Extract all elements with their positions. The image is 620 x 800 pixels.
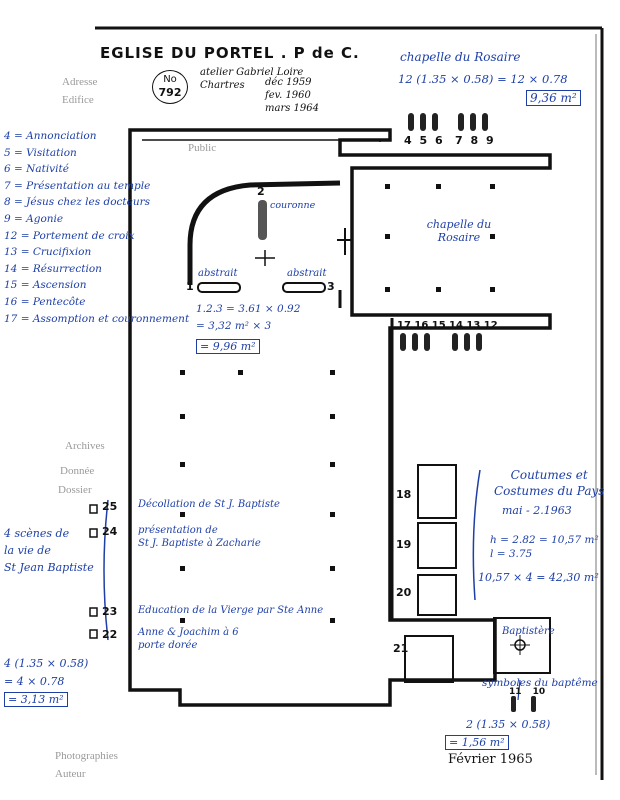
costumes-total: 10,57 × 4 = 42,30 m² xyxy=(478,571,599,584)
costumes-date: mai - 2.1963 xyxy=(502,504,572,517)
bg-text: Dossier xyxy=(58,484,92,496)
heading-line: 4 scènes de xyxy=(4,527,70,540)
calc-line: = 4 × 0.78 xyxy=(4,675,65,688)
jean-baptiste-heading: 4 scènes de la vie de St Jean Baptiste xyxy=(4,525,94,576)
costumes-length: l = 3.75 xyxy=(490,548,533,560)
window-24-label: 24 xyxy=(102,525,118,538)
legend-item: 16 = Pentecôte xyxy=(4,295,86,308)
window-19 xyxy=(417,522,457,569)
reference-stamp: No 792 xyxy=(152,70,188,104)
heading-line: Coutumes et xyxy=(510,468,588,482)
legend-item: 17 = Assomption et couronnement xyxy=(4,312,190,325)
rosaire-heading: chapelle du Rosaire xyxy=(400,50,521,64)
window-21 xyxy=(404,635,454,683)
bg-text: Donnée xyxy=(60,465,95,477)
window-18 xyxy=(417,464,457,519)
bg-text: Adresse xyxy=(62,76,98,88)
abstrait-left-label: abstrait xyxy=(198,268,238,279)
abstrait-total-value: = 9,96 m² xyxy=(196,339,260,354)
calc-line: 4 (1.35 × 0.58) xyxy=(4,657,89,670)
windows-14-12-label: 14 13 12 xyxy=(449,320,498,331)
window-25-label: 25 xyxy=(102,500,118,513)
window-legend: 4 = Annonciation 5 = Visitation 6 = Nati… xyxy=(4,128,189,327)
window-18-label: 18 xyxy=(396,488,412,501)
bg-text: Archives xyxy=(65,440,105,452)
costumes-heading: Coutumes et Costumes du Pays xyxy=(494,467,604,499)
legend-item: 9 = Agonie xyxy=(4,212,64,225)
heading-line: la vie de xyxy=(4,544,51,557)
window-19-label: 19 xyxy=(396,538,412,551)
scene-line: présentation de xyxy=(138,525,218,536)
window-1 xyxy=(197,282,241,293)
footer-date: Février 1965 xyxy=(448,752,533,767)
legend-item: 4 = Annonciation xyxy=(4,130,97,142)
abstrait-calc-total: = 9,96 m² xyxy=(196,339,260,354)
scene-line: porte dorée xyxy=(138,640,198,651)
window-20-label: 20 xyxy=(396,586,412,599)
legend-item: 15 = Ascension xyxy=(4,279,87,292)
costumes-height: h = 2.82 = 10,57 m² xyxy=(490,534,599,546)
scene-23-text: Education de la Vierge par Ste Anne xyxy=(138,605,324,616)
baptistere-caption: symboles du baptême xyxy=(482,677,598,689)
scene-line: Anne & Joachim à 6 xyxy=(138,627,239,638)
baptistery-room xyxy=(493,617,551,674)
legend-item: 14 = Résurrection xyxy=(4,262,102,275)
windows-11-10-label: 11 10 xyxy=(509,687,546,697)
apse-arc xyxy=(187,180,341,285)
bg-text: Photographies xyxy=(55,750,118,762)
rosaire-total: 9,36 m² xyxy=(526,90,581,106)
legend-item: 12 = Portement de croix xyxy=(4,229,135,242)
legend-item: 7 = Présentation au temple xyxy=(4,179,151,192)
heading-line: Costumes du Pays xyxy=(494,484,605,498)
windows-4-6-label: 4 5 6 xyxy=(404,134,445,147)
window-20 xyxy=(417,574,457,616)
windows-17-15-label: 17 16 15 xyxy=(397,320,446,331)
baptistere-label: Baptistère xyxy=(502,626,555,637)
baptistere-total: = 1,56 m² xyxy=(445,735,509,750)
legend-item: 13 = Crucifixion xyxy=(4,246,92,259)
scene-22-text: Anne & Joachim à 6 porte dorée xyxy=(138,626,239,652)
window-21-label: 21 xyxy=(393,642,409,655)
window-3 xyxy=(282,282,326,293)
date-line: mars 1964 xyxy=(265,103,319,114)
heading-line: St Jean Baptiste xyxy=(4,561,94,574)
atelier-city: Chartres xyxy=(200,80,245,91)
baptistere-total-wrap: = 1,56 m² xyxy=(445,735,509,750)
window-2-label: 2 xyxy=(257,185,265,198)
window-2 xyxy=(258,200,267,240)
scene-line: St J. Baptiste à Zacharie xyxy=(138,538,261,549)
window-3-label: 3 xyxy=(327,280,335,293)
baptistere-calc: 2 (1.35 × 0.58) xyxy=(466,718,551,731)
window-23-label: 23 xyxy=(102,605,118,618)
bg-text: Auteur xyxy=(55,768,86,780)
legend-item: 6 = Nativité xyxy=(4,163,69,176)
ref-number: 792 xyxy=(158,86,182,99)
couronne-label: couronne xyxy=(270,200,316,211)
windows-7-9-label: 7 8 9 xyxy=(455,134,496,147)
jean-baptiste-calc: 4 (1.35 × 0.58) = 4 × 0.78 = 3,13 m² xyxy=(4,655,88,709)
atelier-note: atelier Gabriel Loire Chartres xyxy=(200,66,303,92)
window-1-label: 1 xyxy=(186,280,194,293)
legend-item: 5 = Visitation xyxy=(4,146,77,159)
bg-text: Edifice xyxy=(62,94,94,106)
rosaire-label: chapelle du Rosaire xyxy=(426,218,492,244)
abstrait-right-label: abstrait xyxy=(287,268,327,279)
scene-25-text: Décollation de St J. Baptiste xyxy=(138,499,280,510)
legend-item: 8 = Jésus chez les docteurs xyxy=(4,196,151,209)
atelier-name: atelier Gabriel Loire xyxy=(200,67,304,78)
bg-text: Public xyxy=(188,142,217,154)
scene-24-text: présentation de St J. Baptiste à Zachari… xyxy=(138,524,261,550)
page-title: EGLISE DU PORTEL . P de C. xyxy=(100,44,360,62)
window-22-label: 22 xyxy=(102,628,118,641)
date-line: déc 1959 xyxy=(265,77,312,88)
rosaire-formula: 12 (1.35 × 0.58) = 12 × 0.78 xyxy=(398,72,568,86)
abstrait-calc-line1: 1.2.3 = 3.61 × 0.92 xyxy=(196,303,301,315)
dates-note: déc 1959 fev. 1960 mars 1964 xyxy=(265,76,319,115)
ref-label: No xyxy=(163,74,177,85)
date-line: fev. 1960 xyxy=(265,90,311,101)
jean-baptiste-total: = 3,13 m² xyxy=(4,692,68,707)
abstrait-calc-line2: = 3,32 m² × 3 xyxy=(196,320,272,332)
